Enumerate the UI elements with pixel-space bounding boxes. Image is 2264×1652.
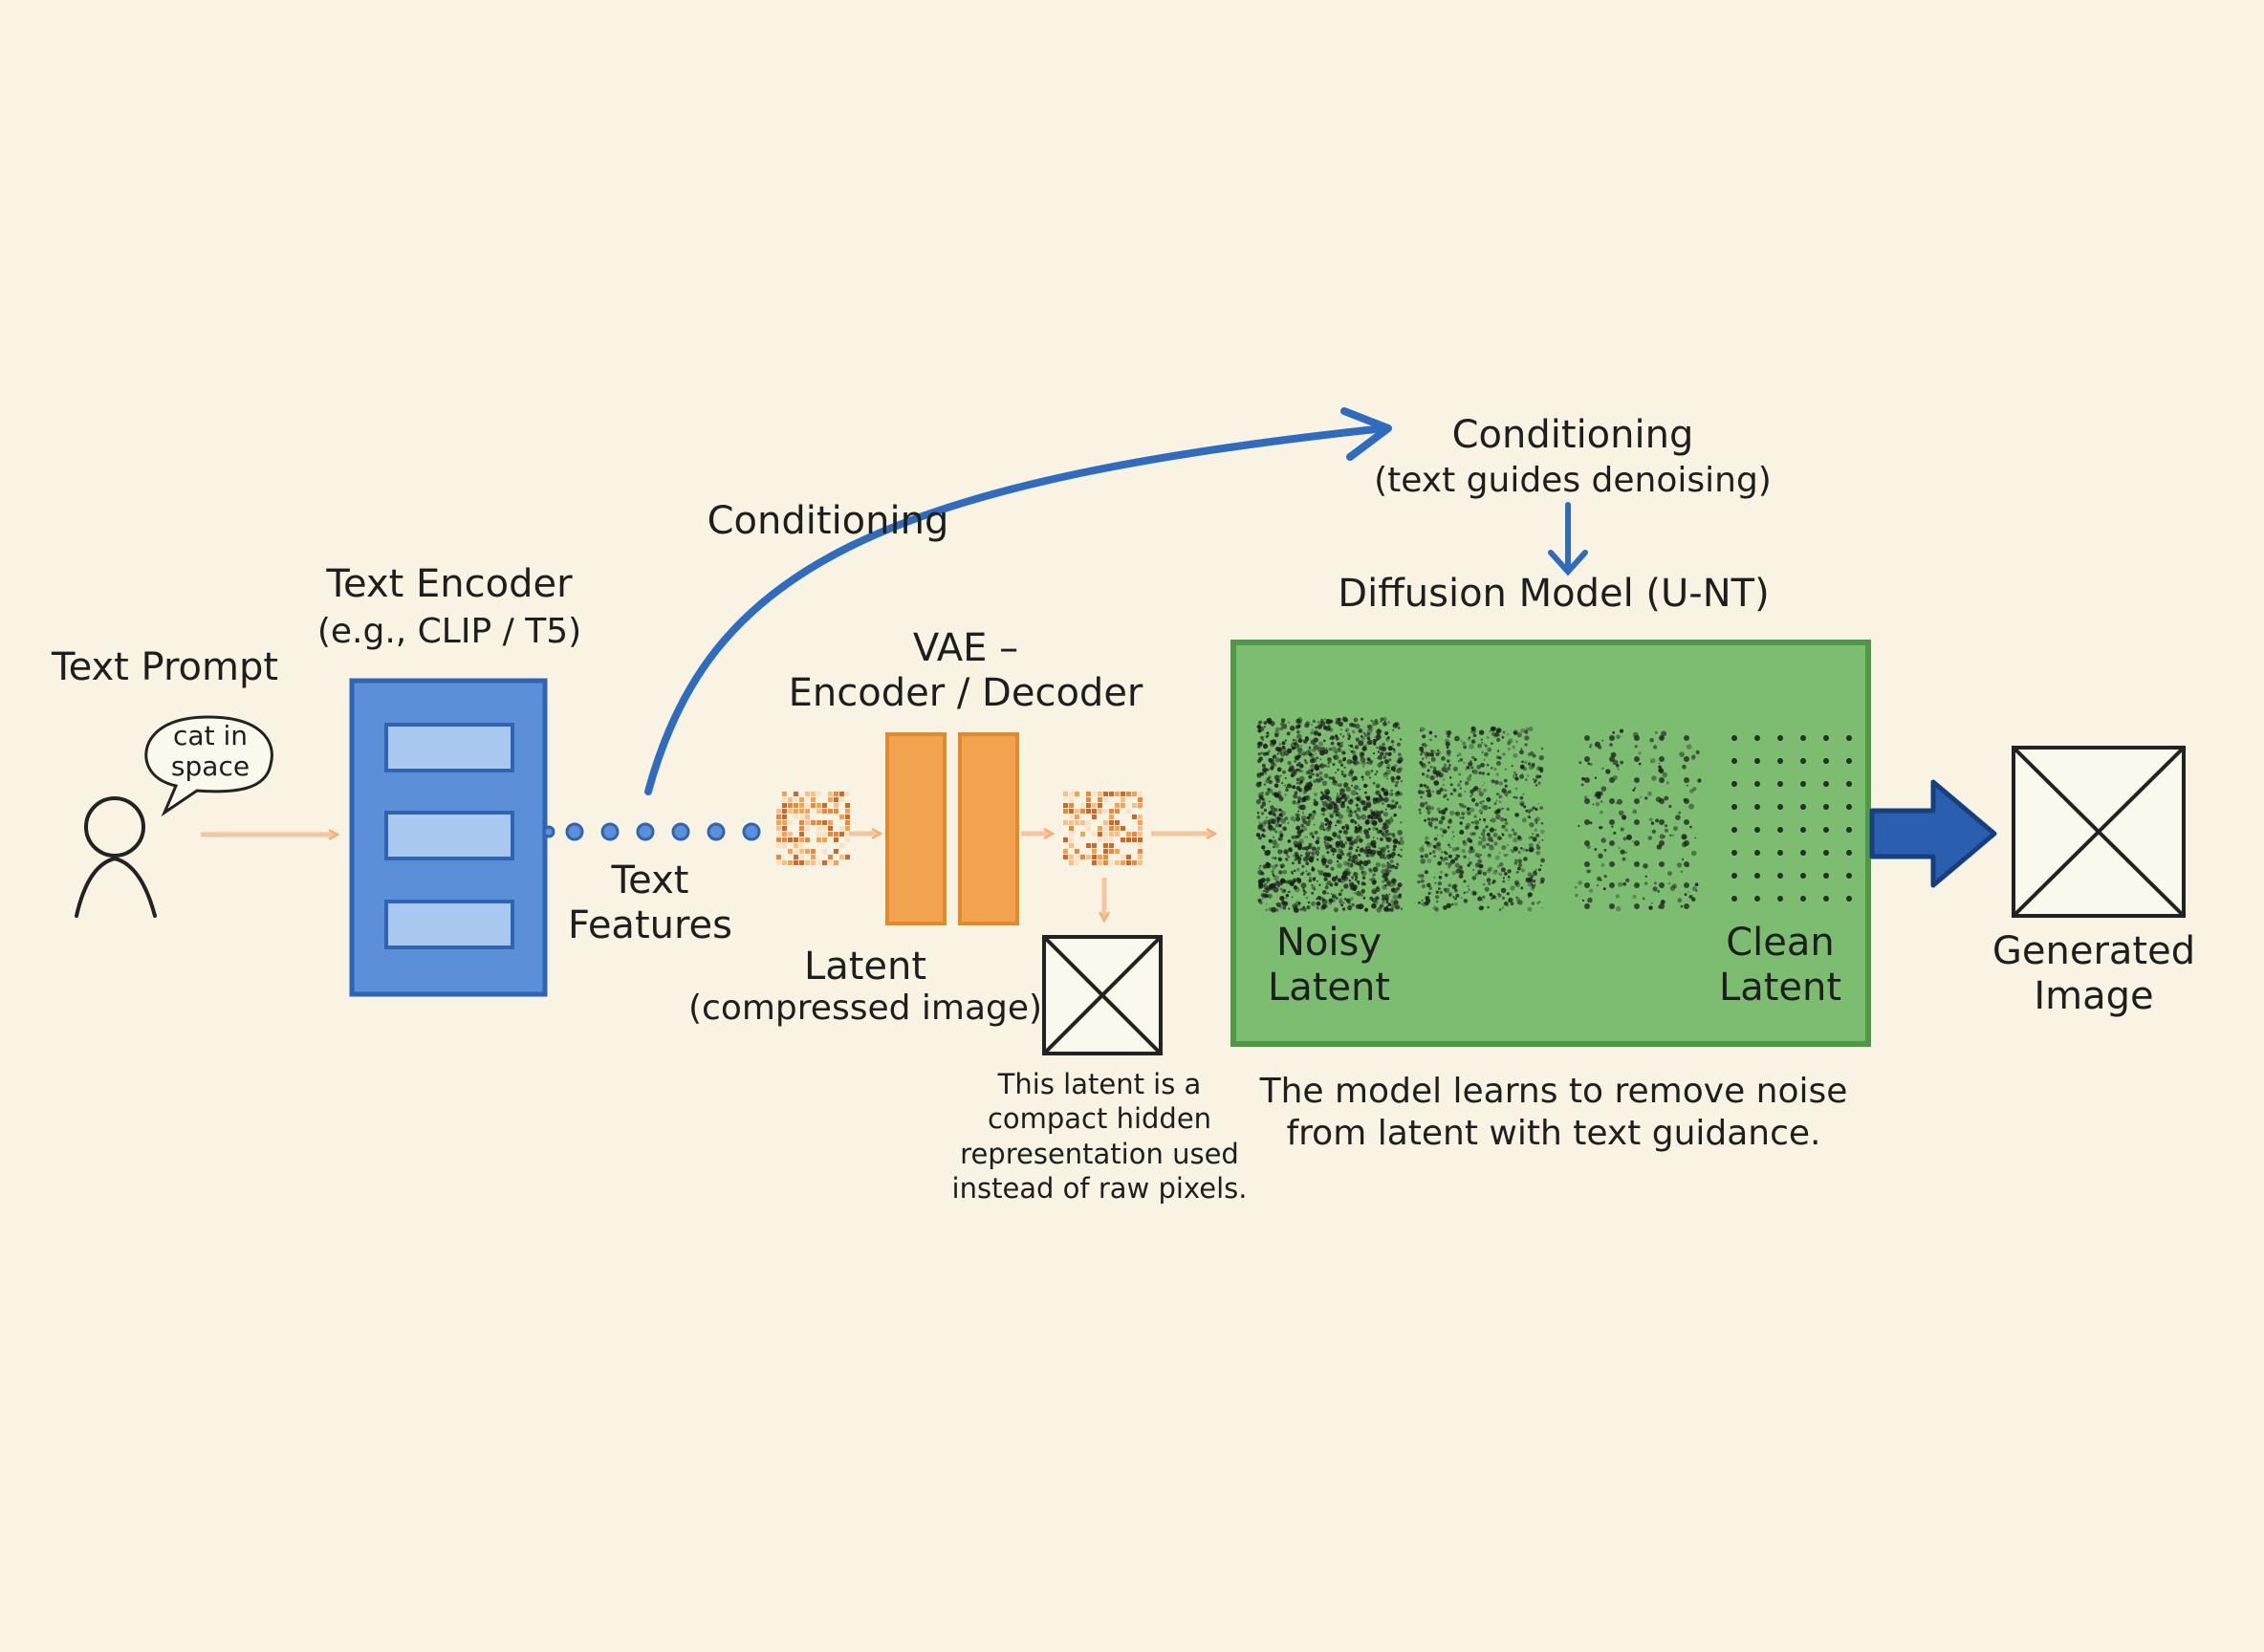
diffusion-to-output-arrow bbox=[1869, 779, 1997, 888]
text-features-label: Text Features bbox=[555, 859, 746, 948]
latent-image-placeholder-icon bbox=[1042, 935, 1163, 1055]
text-features-line-2: Features bbox=[568, 903, 732, 948]
conditioning-arrow-label: Conditioning bbox=[707, 499, 949, 543]
generated-image-placeholder-icon bbox=[2012, 746, 2186, 918]
vae-label: VAE – Encoder / Decoder bbox=[784, 626, 1147, 716]
vae-line-2: Encoder / Decoder bbox=[788, 671, 1143, 716]
prompt-bubble-line-2: space bbox=[170, 750, 250, 783]
generated-image-label: Generated Image bbox=[1979, 929, 2209, 1019]
latent-note-line-2: compact hidden bbox=[987, 1102, 1212, 1136]
diffusion-model-title: Diffusion Model (U-NT) bbox=[1338, 572, 1770, 616]
diffusion-caption: The model learns to remove noise from la… bbox=[1233, 1071, 1874, 1155]
conditioning-arrow bbox=[644, 407, 1392, 795]
vae-line-1: VAE – bbox=[912, 626, 1019, 670]
diffusion-caption-line-2: from latent with text guidance. bbox=[1286, 1113, 1821, 1153]
speech-bubble bbox=[144, 715, 273, 817]
noisy-latent-line-1: Noisy bbox=[1275, 921, 1382, 965]
latent-subtitle: (compressed image) bbox=[688, 989, 1043, 1028]
conditioning-target-title: Conditioning bbox=[1451, 413, 1694, 457]
vae-encoder-decoder-block bbox=[885, 732, 1019, 925]
prompt-bubble-text: cat in space bbox=[153, 720, 268, 783]
conditioning-down-arrow bbox=[1548, 502, 1588, 576]
latent-title: Latent bbox=[803, 945, 927, 989]
person-icon bbox=[75, 796, 157, 918]
clean-latent-line-1: Clean bbox=[1726, 921, 1835, 965]
generated-image-line-2: Image bbox=[2034, 974, 2154, 1019]
prompt-bubble-line-1: cat in bbox=[173, 720, 248, 751]
latent-note-line-4: instead of raw pixels. bbox=[951, 1171, 1248, 1205]
diffusion-caption-line-1: The model learns to remove noise bbox=[1259, 1072, 1848, 1111]
text-prompt-title: Text Prompt bbox=[51, 645, 279, 689]
text-encoder-title: Text Encoder bbox=[326, 562, 573, 606]
text-encoder-block bbox=[349, 678, 548, 997]
latent-note-line-3: representation used bbox=[960, 1137, 1239, 1170]
clean-latent-line-2: Latent bbox=[1718, 966, 1842, 1011]
denoising-stages bbox=[1255, 716, 1852, 913]
latent-patch-input bbox=[776, 792, 850, 865]
conditioning-target-subtitle: (text guides denoising) bbox=[1374, 461, 1772, 500]
generated-image-line-1: Generated bbox=[1992, 929, 2196, 973]
text-encoder-subtitle: (e.g., CLIP / T5) bbox=[316, 612, 582, 651]
noisy-latent-line-2: Latent bbox=[1267, 966, 1391, 1011]
clean-latent-label: Clean Latent bbox=[1704, 921, 1857, 1011]
latent-note-line-1: This latent is a bbox=[997, 1068, 1202, 1100]
latent-patch-output bbox=[1063, 792, 1143, 865]
text-features-line-1: Text bbox=[611, 859, 689, 902]
noisy-latent-label: Noisy Latent bbox=[1252, 921, 1405, 1011]
latent-note: This latent is a compact hidden represen… bbox=[918, 1067, 1281, 1206]
text-feature-dots bbox=[542, 822, 761, 841]
